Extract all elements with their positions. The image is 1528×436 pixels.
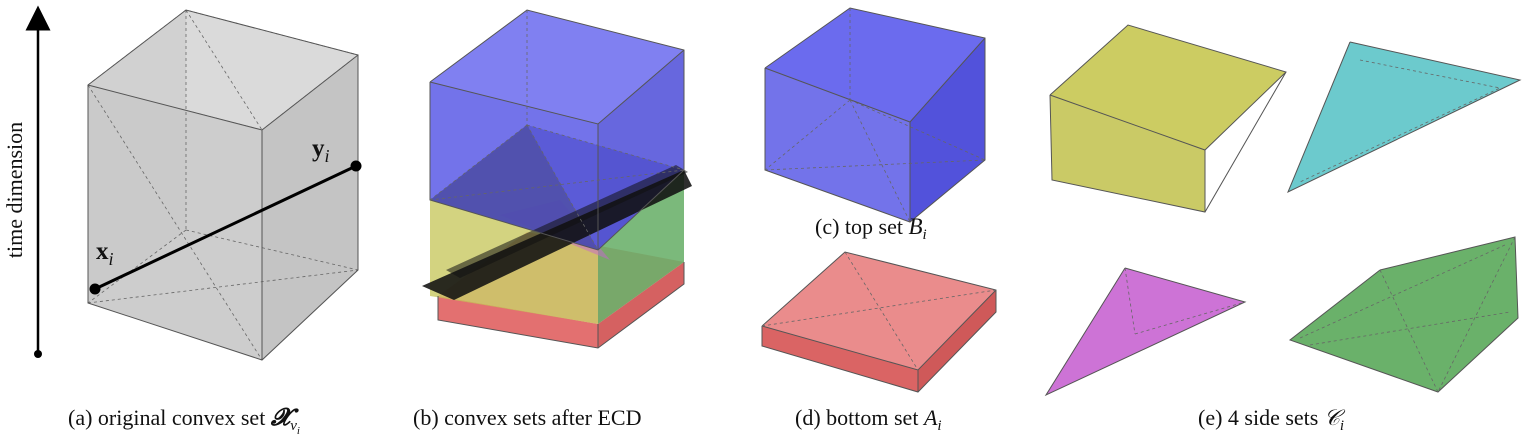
trajectory-segment xyxy=(89,160,362,295)
end-point-y xyxy=(350,160,362,172)
caption-b: (b) convex sets after ECD xyxy=(413,405,641,430)
caption-a: (a) original convex set 𝓧vi xyxy=(68,405,300,436)
panel-a-box xyxy=(87,9,359,361)
side-set-cyan xyxy=(1287,41,1522,194)
panel-b-decomposition xyxy=(422,9,692,349)
time-axis-origin-dot xyxy=(34,350,42,358)
caption-c: (c) top set Bi xyxy=(815,214,927,243)
time-axis: time dimension xyxy=(2,5,51,358)
label-y-i: yi xyxy=(312,135,330,166)
panel-d-bottom-set xyxy=(761,251,997,393)
caption-e: (e) 4 side sets 𝒞i xyxy=(1198,405,1346,434)
side-set-green xyxy=(1288,236,1519,393)
time-axis-label: time dimension xyxy=(2,122,27,258)
start-point-x xyxy=(89,283,101,295)
segment-line xyxy=(94,164,357,291)
side-set-yellow xyxy=(1049,24,1287,213)
panel-c-top-set xyxy=(764,7,986,223)
side-set-magenta xyxy=(1044,267,1247,397)
caption-d: (d) bottom set Ai xyxy=(795,405,942,434)
label-x-i: xi xyxy=(96,238,114,269)
